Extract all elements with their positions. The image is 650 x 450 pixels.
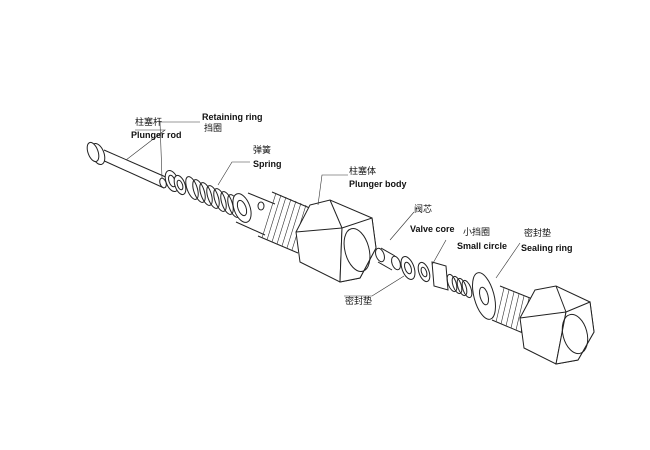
seal-gasket-label-cn: 密封垫 [345, 297, 373, 307]
plunger-rod-part [86, 141, 169, 189]
sealing-ring-label-en: Sealing ring [521, 243, 573, 253]
small-circle-part [417, 261, 473, 299]
retaining-ring-label-cn: 挡圈 [204, 124, 223, 134]
valve-core-label-cn: 阀芯 [414, 205, 433, 215]
plunger-body-part [232, 191, 377, 283]
plunger-rod-label-cn: 柱塞杆 [135, 118, 163, 128]
retaining-ring-part [164, 169, 187, 196]
end-fitting-part [491, 285, 595, 365]
small-circle-label-en: Small circle [457, 241, 508, 251]
sealing-ring-part [472, 272, 496, 320]
plunger-rod-label-en: Plunger rod [131, 130, 182, 140]
retaining-ring-label-en: Retaining ring [202, 112, 263, 122]
seal-gasket-part [400, 256, 416, 280]
plunger-body-label-en: Plunger body [349, 179, 407, 189]
small-circle-label-cn: 小挡圈 [463, 228, 491, 238]
leader-lines [125, 121, 521, 297]
sealing-ring-label-cn: 密封垫 [524, 229, 552, 239]
spring-label-en: Spring [253, 159, 282, 169]
plunger-body-label-cn: 柱塞体 [349, 167, 377, 177]
valve-core-label-en: Valve core [410, 224, 455, 234]
spring-label-cn: 弹簧 [253, 146, 272, 156]
valve-core-part [375, 247, 401, 271]
